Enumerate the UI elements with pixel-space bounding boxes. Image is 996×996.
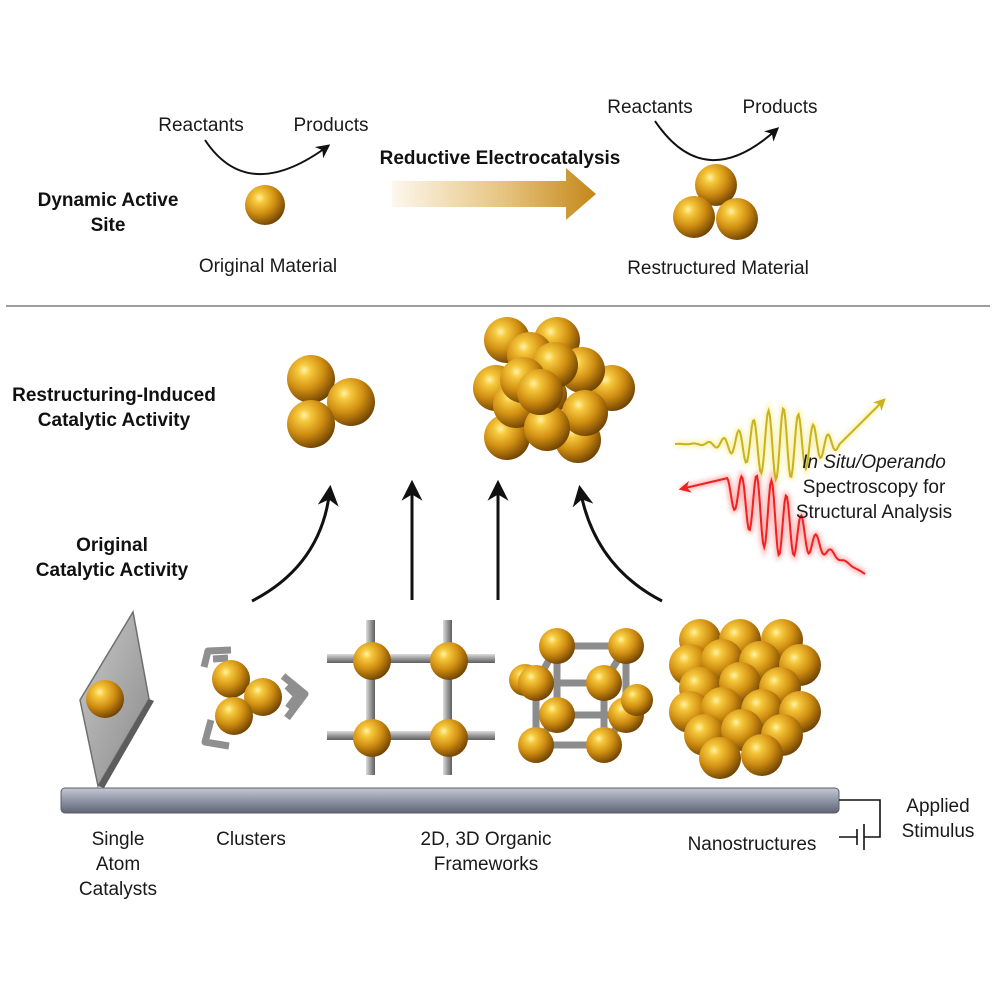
reactants-label-left: Reactants bbox=[158, 115, 244, 136]
original-material-caption: Original Material bbox=[199, 256, 337, 277]
atom bbox=[699, 737, 741, 779]
restructure-arrow-single-atom bbox=[251, 484, 339, 603]
applied-stimulus-line2: Stimulus bbox=[902, 821, 975, 842]
bottom-panel: Restructuring-Induced Catalytic Activity… bbox=[12, 317, 974, 900]
process-arrow bbox=[392, 168, 596, 220]
atom bbox=[539, 628, 575, 664]
spectroscopy-label-line2: Spectroscopy for bbox=[803, 477, 946, 498]
2d-framework bbox=[327, 620, 495, 775]
atom bbox=[517, 369, 563, 415]
atom bbox=[539, 697, 575, 733]
products-label-left: Products bbox=[294, 115, 369, 136]
restructured-nanocluster bbox=[473, 317, 635, 463]
electrode bbox=[60, 787, 840, 814]
original-activity-label-line2: Catalytic Activity bbox=[36, 560, 189, 581]
dynamic-active-site-label-line1: Dynamic Active bbox=[38, 190, 179, 211]
atom bbox=[608, 628, 644, 664]
incident-signal-yellow bbox=[675, 397, 887, 490]
atom bbox=[518, 727, 554, 763]
reductive-electrocatalysis-label: Reductive Electrocatalysis bbox=[380, 148, 621, 169]
restructure-arrow-nanostructures bbox=[572, 484, 663, 603]
atom bbox=[621, 684, 653, 716]
nanostructure bbox=[669, 619, 821, 779]
stimulus-circuit bbox=[839, 799, 881, 850]
emitted-signal-red bbox=[678, 469, 867, 577]
atom bbox=[518, 665, 554, 701]
restructured-material-caption: Restructured Material bbox=[627, 258, 809, 279]
atom bbox=[741, 734, 783, 776]
reaction-arrow-left bbox=[204, 139, 331, 176]
frameworks-caption-line2: Frameworks bbox=[434, 854, 539, 875]
single-atom-catalyst bbox=[79, 609, 154, 789]
restructured-trimer-large bbox=[287, 355, 375, 448]
cluster-catalyst bbox=[200, 646, 309, 750]
single-atom-caption-line1: Single bbox=[92, 829, 145, 850]
restructuring-induced-label-line1: Restructuring-Induced bbox=[12, 385, 216, 406]
frameworks-caption-line1: 2D, 3D Organic bbox=[421, 829, 552, 850]
atom bbox=[586, 727, 622, 763]
spectroscopy-label-line3: Structural Analysis bbox=[796, 502, 952, 523]
applied-stimulus-line1: Applied bbox=[906, 796, 969, 817]
spectroscopy-label-line1: In Situ/Operando bbox=[802, 452, 946, 473]
atom bbox=[586, 665, 622, 701]
top-panel: Dynamic Active Site Reactants Products O… bbox=[38, 97, 818, 279]
clusters-caption: Clusters bbox=[216, 829, 286, 850]
3d-framework bbox=[509, 628, 653, 763]
atom bbox=[524, 405, 570, 451]
reactants-label-right: Reactants bbox=[607, 97, 693, 118]
products-label-right: Products bbox=[743, 97, 818, 118]
dynamic-active-site-label-line2: Site bbox=[91, 215, 126, 236]
atom bbox=[562, 390, 608, 436]
reaction-arrow-right bbox=[654, 120, 780, 162]
original-activity-label-line1: Original bbox=[76, 535, 148, 556]
restructured-trimer bbox=[673, 164, 758, 240]
restructuring-induced-label-line2: Catalytic Activity bbox=[38, 410, 191, 431]
single-atom-caption-line3: Catalysts bbox=[79, 879, 157, 900]
nanostructures-caption: Nanostructures bbox=[688, 834, 817, 855]
single-atom-caption-line2: Atom bbox=[96, 854, 140, 875]
single-atom bbox=[245, 185, 285, 225]
